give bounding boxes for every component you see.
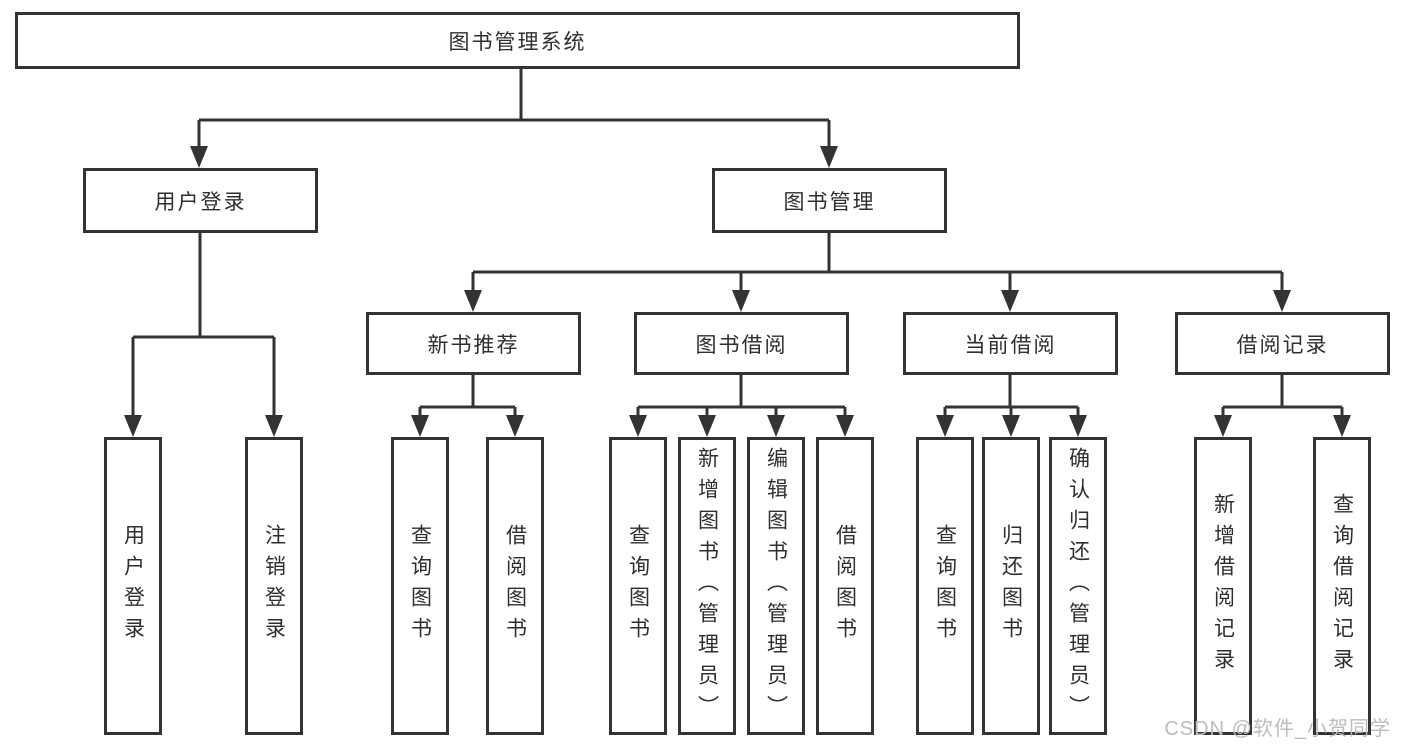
leaf-query-books-recommend: 查询图书 <box>391 437 449 735</box>
leaf-return-books-label: 归还图书 <box>999 524 1023 648</box>
leaf-query-books-current: 查询图书 <box>916 437 974 735</box>
leaf-confirm-return-admin: 确认归还（管理员） <box>1049 437 1107 735</box>
leaf-query-borrow-record-label: 查询借阅记录 <box>1330 493 1354 679</box>
leaf-add-borrow-record: 新增借阅记录 <box>1194 437 1252 735</box>
leaf-user-login-label: 用户登录 <box>121 524 145 648</box>
node-book-management: 图书管理 <box>712 168 947 233</box>
leaf-logout: 注销登录 <box>245 437 303 735</box>
leaf-query-books-borrowing-label: 查询图书 <box>626 524 650 648</box>
leaf-add-books-admin: 新增图书（管理员） <box>678 437 736 735</box>
leaf-logout-label: 注销登录 <box>262 524 286 648</box>
leaf-query-books-recommend-label: 查询图书 <box>408 524 432 648</box>
leaf-confirm-return-admin-label: 确认归还（管理员） <box>1066 446 1090 726</box>
node-borrowing-records: 借阅记录 <box>1175 312 1390 375</box>
leaf-return-books: 归还图书 <box>982 437 1040 735</box>
leaf-edit-books-admin-label: 编辑图书（管理员） <box>764 446 788 726</box>
leaf-add-borrow-record-label: 新增借阅记录 <box>1211 493 1235 679</box>
leaf-query-borrow-record: 查询借阅记录 <box>1313 437 1371 735</box>
node-book-borrowing: 图书借阅 <box>634 312 849 375</box>
node-user-login: 用户登录 <box>83 168 318 233</box>
leaf-user-login: 用户登录 <box>104 437 162 735</box>
leaf-query-books-current-label: 查询图书 <box>933 524 957 648</box>
leaf-query-books-borrowing: 查询图书 <box>609 437 667 735</box>
leaf-borrow-books-borrowing-label: 借阅图书 <box>833 524 857 648</box>
leaf-edit-books-admin: 编辑图书（管理员） <box>747 437 805 735</box>
leaf-borrow-books-recommend-label: 借阅图书 <box>503 524 527 648</box>
leaf-borrow-books-recommend: 借阅图书 <box>486 437 544 735</box>
node-library-management-system: 图书管理系统 <box>15 12 1020 69</box>
node-current-borrowing: 当前借阅 <box>903 312 1118 375</box>
leaf-add-books-admin-label: 新增图书（管理员） <box>695 446 719 726</box>
leaf-borrow-books-borrowing: 借阅图书 <box>816 437 874 735</box>
node-new-book-recommendation: 新书推荐 <box>366 312 581 375</box>
